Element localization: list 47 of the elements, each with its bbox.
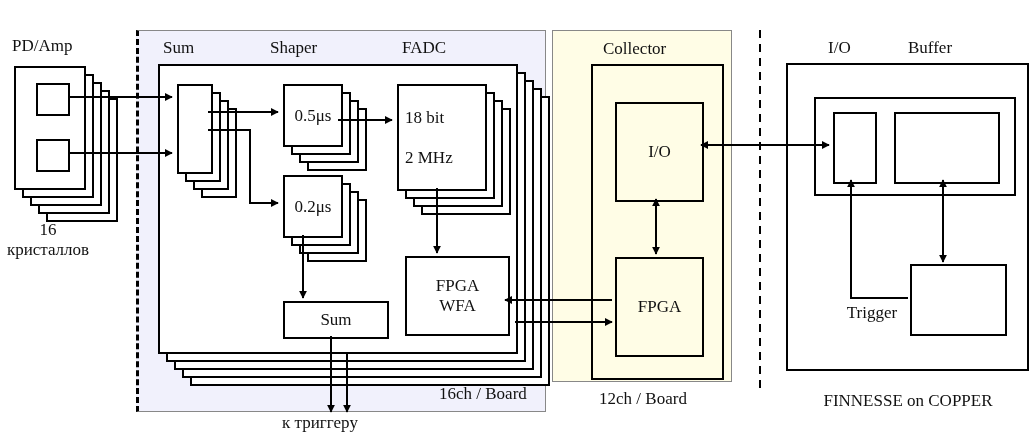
arrow — [327, 335, 335, 413]
node-label: 0.2μs — [294, 196, 332, 217]
board-panel — [136, 30, 546, 412]
node-heading: 16ch / Board — [439, 384, 527, 404]
node-label: 0.5μs — [294, 105, 332, 126]
node-caption: 12ch / Board — [598, 389, 688, 409]
channel-box — [36, 139, 70, 172]
sum-block — [283, 301, 389, 339]
column-heading: FADC — [402, 38, 447, 58]
node-heading: PD/Amp — [12, 36, 73, 56]
node-label: I/O — [648, 142, 671, 162]
column-heading: Shaper — [270, 38, 318, 58]
arrow — [514, 318, 613, 326]
node-label: 2 MHz — [405, 147, 453, 168]
column-heading: Sum — [163, 38, 195, 58]
node-caption: 16 кристаллов — [5, 220, 91, 260]
io-block — [615, 102, 704, 202]
fpga-block — [615, 257, 704, 357]
io-block — [833, 112, 877, 184]
arrow — [207, 129, 279, 207]
node-caption: FINNESSE on COPPER — [822, 391, 994, 411]
arrow — [504, 296, 613, 304]
column-heading: I/O — [828, 38, 851, 58]
arrow — [67, 93, 173, 101]
column-heading: Buffer — [908, 38, 953, 58]
arrow — [337, 116, 393, 124]
arrow — [343, 352, 351, 413]
node-caption: Trigger — [845, 303, 899, 323]
collector-board — [591, 64, 724, 380]
node-label: Sum — [320, 310, 352, 330]
node-label: FPGA — [637, 297, 682, 317]
arrow — [847, 179, 909, 299]
arrow — [299, 234, 307, 299]
fpga-block — [405, 256, 510, 336]
arrow — [652, 198, 660, 255]
arrow — [433, 187, 441, 254]
daughter-card — [814, 97, 1016, 196]
channel-box — [36, 83, 70, 116]
node-label: 18 bit — [405, 107, 445, 128]
arrow — [939, 179, 947, 263]
arrow — [700, 141, 830, 149]
buffer-block — [894, 112, 1000, 184]
output-label: к триггеру — [282, 413, 358, 433]
node-heading: Collector — [603, 39, 667, 59]
node-label: FPGA WFA — [434, 276, 481, 316]
arrow — [67, 149, 173, 157]
arrow — [207, 108, 279, 116]
